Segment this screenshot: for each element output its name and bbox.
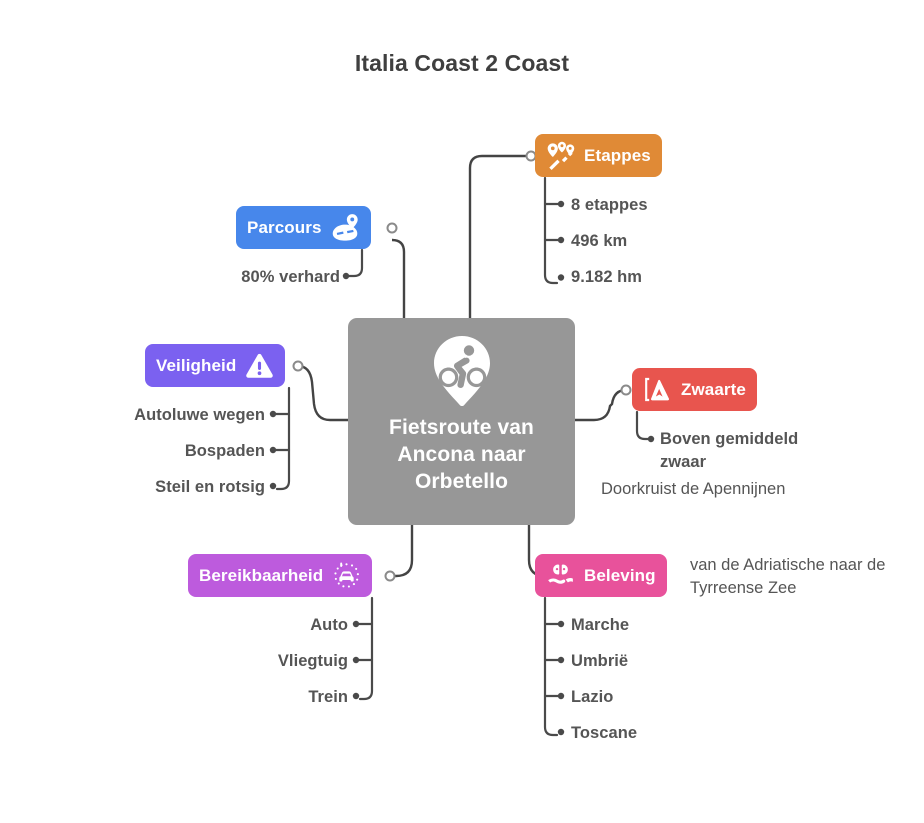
branch-bereikbaarheid[interactable]: Bereikbaarheid (188, 554, 373, 597)
leaf-veiligheid-2: Steil en rotsig (155, 478, 265, 496)
page-title: Italia Coast 2 Coast (354, 50, 570, 76)
connector-joint (386, 222, 398, 234)
connector-joint (620, 384, 632, 396)
leaf-bereikbaarheid-1: Vliegtuig (277, 652, 348, 670)
branch-parcours-label: Parcours (247, 217, 322, 237)
branch-beleving-label: Beleving (584, 565, 656, 585)
branch-parcours[interactable]: Parcours (236, 206, 371, 249)
branch-etappes[interactable]: Etappes (535, 134, 662, 177)
leaf-beleving-2: Lazio (571, 688, 614, 706)
leaf-bereikbaarheid-0: Auto (310, 616, 348, 634)
connector-joint (292, 360, 304, 372)
leaf-beleving-1: Umbrië (571, 652, 629, 670)
mountain-elevation-icon (645, 377, 670, 402)
leaf-zwaarte-0: Boven gemiddeld zwaar (660, 430, 799, 471)
connector-joint (384, 570, 396, 582)
leaf-veiligheid-1: Bospaden (184, 442, 265, 460)
leaf-beleving-0: Marche (571, 616, 630, 634)
leaf-etappes-1: 496 km (571, 232, 628, 250)
bicycle-map-pin-icon (433, 336, 490, 407)
branch-veiligheid-label: Veiligheid (156, 355, 237, 375)
leaf-beleving-3: Toscane (571, 724, 638, 742)
car-dotted-circle-icon (334, 562, 360, 588)
center-node[interactable]: Fietsroute van Ancona naar Orbetello (348, 318, 575, 525)
center-node-label: Fietsroute van Ancona naar Orbetello (389, 416, 534, 493)
leaf-veiligheid-0: Autoluwe wegen (134, 406, 265, 424)
branch-veiligheid[interactable]: Veiligheid (145, 344, 286, 387)
hand-leaves-icon (548, 564, 573, 584)
beleving-note: van de Adriatische naar de Tyrreense Zee (690, 556, 886, 597)
map-route-pins-icon (547, 141, 575, 170)
branch-zwaarte[interactable]: Zwaarte (632, 368, 757, 411)
branch-zwaarte-label: Zwaarte (681, 379, 746, 399)
road-pin-icon (332, 214, 358, 241)
branch-beleving[interactable]: Beleving (535, 554, 667, 597)
zwaarte-note: Doorkruist de Apennijnen (601, 480, 786, 498)
leaf-bereikbaarheid-2: Trein (308, 688, 348, 706)
leaf-parcours-0: 80% verhard (241, 268, 340, 286)
leaf-etappes-0: 8 etappes (571, 196, 648, 214)
branch-bereikbaarheid-label: Bereikbaarheid (199, 565, 324, 585)
branch-etappes-label: Etappes (584, 145, 651, 165)
leaf-etappes-2: 9.182 hm (571, 268, 643, 286)
warning-triangle-icon (246, 353, 274, 378)
